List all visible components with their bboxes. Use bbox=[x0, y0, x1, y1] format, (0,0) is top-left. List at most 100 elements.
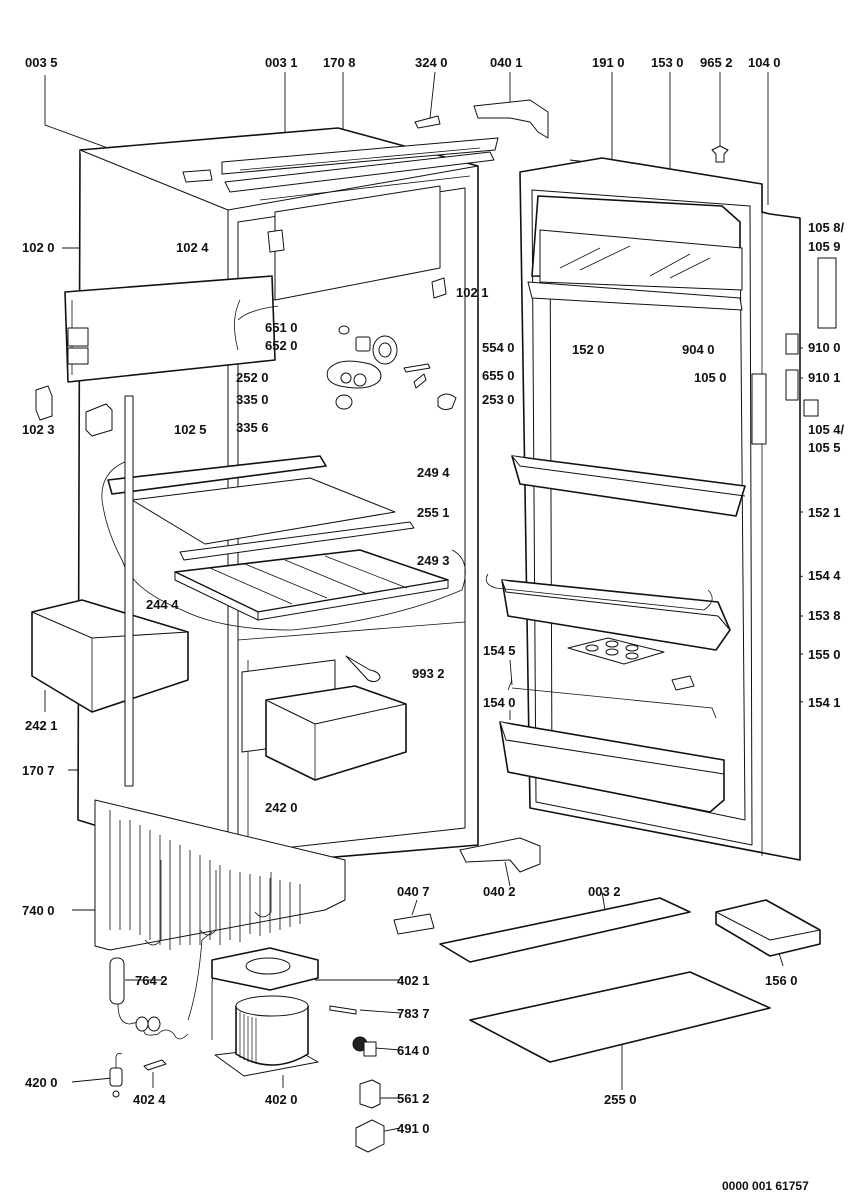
clip-part bbox=[414, 115, 441, 129]
label-154-1: 154 1 bbox=[808, 695, 841, 710]
label-242-1: 242 1 bbox=[25, 718, 58, 733]
label-561-2: 561 2 bbox=[397, 1091, 430, 1106]
part-labels: 003 5 003 1 170 8 324 0 040 1 191 0 153 … bbox=[22, 55, 845, 1193]
label-402-4: 402 4 bbox=[133, 1092, 166, 1107]
freezer-tray bbox=[174, 549, 449, 621]
label-105-5: 105 5 bbox=[808, 440, 841, 455]
label-102-3: 102 3 bbox=[22, 422, 55, 437]
label-152-0: 152 0 bbox=[572, 342, 605, 357]
condenser bbox=[94, 799, 346, 951]
label-910-1: 910 1 bbox=[808, 370, 841, 385]
drawing-reference-number: 0000 001 61757 bbox=[722, 1179, 809, 1193]
label-170-7: 170 7 bbox=[22, 763, 55, 778]
clip-part bbox=[182, 169, 213, 183]
clip-part bbox=[671, 675, 695, 691]
label-255-1: 255 1 bbox=[417, 505, 450, 520]
retaining-bar bbox=[507, 679, 717, 719]
clip-part bbox=[143, 1059, 167, 1071]
label-003-2: 003 2 bbox=[588, 884, 621, 899]
label-003-5: 003 5 bbox=[25, 55, 58, 70]
label-554-0: 554 0 bbox=[482, 340, 515, 355]
compressor bbox=[211, 951, 319, 1077]
top-panel bbox=[221, 137, 499, 193]
door-shelf-upper bbox=[511, 455, 746, 517]
thermostat-group bbox=[326, 325, 457, 411]
label-249-4: 249 4 bbox=[417, 465, 450, 480]
egg-tray bbox=[567, 637, 665, 665]
label-740-0: 740 0 bbox=[22, 903, 55, 918]
label-153-8: 153 8 bbox=[808, 608, 841, 623]
cover-part bbox=[355, 1119, 385, 1153]
label-105-8: 105 8/ bbox=[808, 220, 845, 235]
label-040-7: 040 7 bbox=[397, 884, 430, 899]
label-253-0: 253 0 bbox=[482, 392, 515, 407]
hinge-cover bbox=[393, 913, 435, 935]
cutaway-outline bbox=[101, 299, 466, 631]
label-102-4: 102 4 bbox=[176, 240, 209, 255]
label-154-4: 154 4 bbox=[808, 568, 841, 583]
compressor-bracket bbox=[211, 947, 319, 991]
clip-part bbox=[267, 229, 285, 253]
door-shelf-middle bbox=[485, 573, 731, 651]
left-panel bbox=[64, 275, 276, 383]
screw-part bbox=[711, 145, 729, 163]
label-335-0: 335 0 bbox=[236, 392, 269, 407]
seal-strip bbox=[124, 395, 134, 787]
label-252-0: 252 0 bbox=[236, 370, 269, 385]
label-904-0: 904 0 bbox=[682, 342, 715, 357]
label-105-4: 105 4/ bbox=[808, 422, 845, 437]
label-153-0: 153 0 bbox=[651, 55, 684, 70]
label-152-1: 152 1 bbox=[808, 505, 841, 520]
label-244-4: 244 4 bbox=[146, 597, 179, 612]
label-335-6: 335 6 bbox=[236, 420, 269, 435]
capacitor-part bbox=[109, 1053, 123, 1098]
hinge-pin bbox=[35, 385, 53, 421]
bottom-rail bbox=[439, 897, 691, 963]
lower-hinge bbox=[459, 837, 541, 873]
relay-part bbox=[352, 1036, 377, 1057]
label-652-0: 652 0 bbox=[265, 338, 298, 353]
label-040-2: 040 2 bbox=[483, 884, 516, 899]
label-249-3: 249 3 bbox=[417, 553, 450, 568]
glass-plate bbox=[469, 971, 771, 1063]
clip-part bbox=[431, 277, 447, 299]
label-764-2: 764 2 bbox=[135, 973, 168, 988]
label-242-0: 242 0 bbox=[265, 800, 298, 815]
label-003-1: 003 1 bbox=[265, 55, 298, 70]
crisper-bin-left bbox=[31, 599, 189, 713]
clip-part bbox=[359, 1079, 381, 1109]
label-154-0: 154 0 bbox=[483, 695, 516, 710]
label-255-0: 255 0 bbox=[604, 1092, 637, 1107]
label-402-1: 402 1 bbox=[397, 973, 430, 988]
label-191-0: 191 0 bbox=[592, 55, 625, 70]
label-102-5: 102 5 bbox=[174, 422, 207, 437]
label-420-0: 420 0 bbox=[25, 1075, 58, 1090]
label-154-5: 154 5 bbox=[483, 643, 516, 658]
label-614-0: 614 0 bbox=[397, 1043, 430, 1058]
label-102-1: 102 1 bbox=[456, 285, 489, 300]
label-105-0: 105 0 bbox=[694, 370, 727, 385]
label-156-0: 156 0 bbox=[765, 973, 798, 988]
label-324-0: 324 0 bbox=[415, 55, 448, 70]
label-105-9: 105 9 bbox=[808, 239, 841, 254]
label-655-0: 655 0 bbox=[482, 368, 515, 383]
crisper-bin-right bbox=[241, 659, 407, 781]
label-783-7: 783 7 bbox=[397, 1006, 430, 1021]
label-651-0: 651 0 bbox=[265, 320, 298, 335]
label-102-0: 102 0 bbox=[22, 240, 55, 255]
capillary-drier bbox=[109, 931, 213, 1040]
label-170-8: 170 8 bbox=[323, 55, 356, 70]
door-shelf-lower bbox=[499, 721, 725, 813]
label-402-0: 402 0 bbox=[265, 1092, 298, 1107]
door bbox=[519, 157, 837, 861]
label-491-0: 491 0 bbox=[397, 1121, 430, 1136]
label-993-2: 993 2 bbox=[412, 666, 445, 681]
cap-part bbox=[85, 403, 113, 437]
glass-shelf-upper bbox=[107, 455, 415, 561]
label-104-0: 104 0 bbox=[748, 55, 781, 70]
upper-hinge bbox=[473, 99, 549, 139]
sensor-part bbox=[345, 655, 381, 683]
label-965-2: 965 2 bbox=[700, 55, 733, 70]
pin-part bbox=[329, 1005, 357, 1015]
